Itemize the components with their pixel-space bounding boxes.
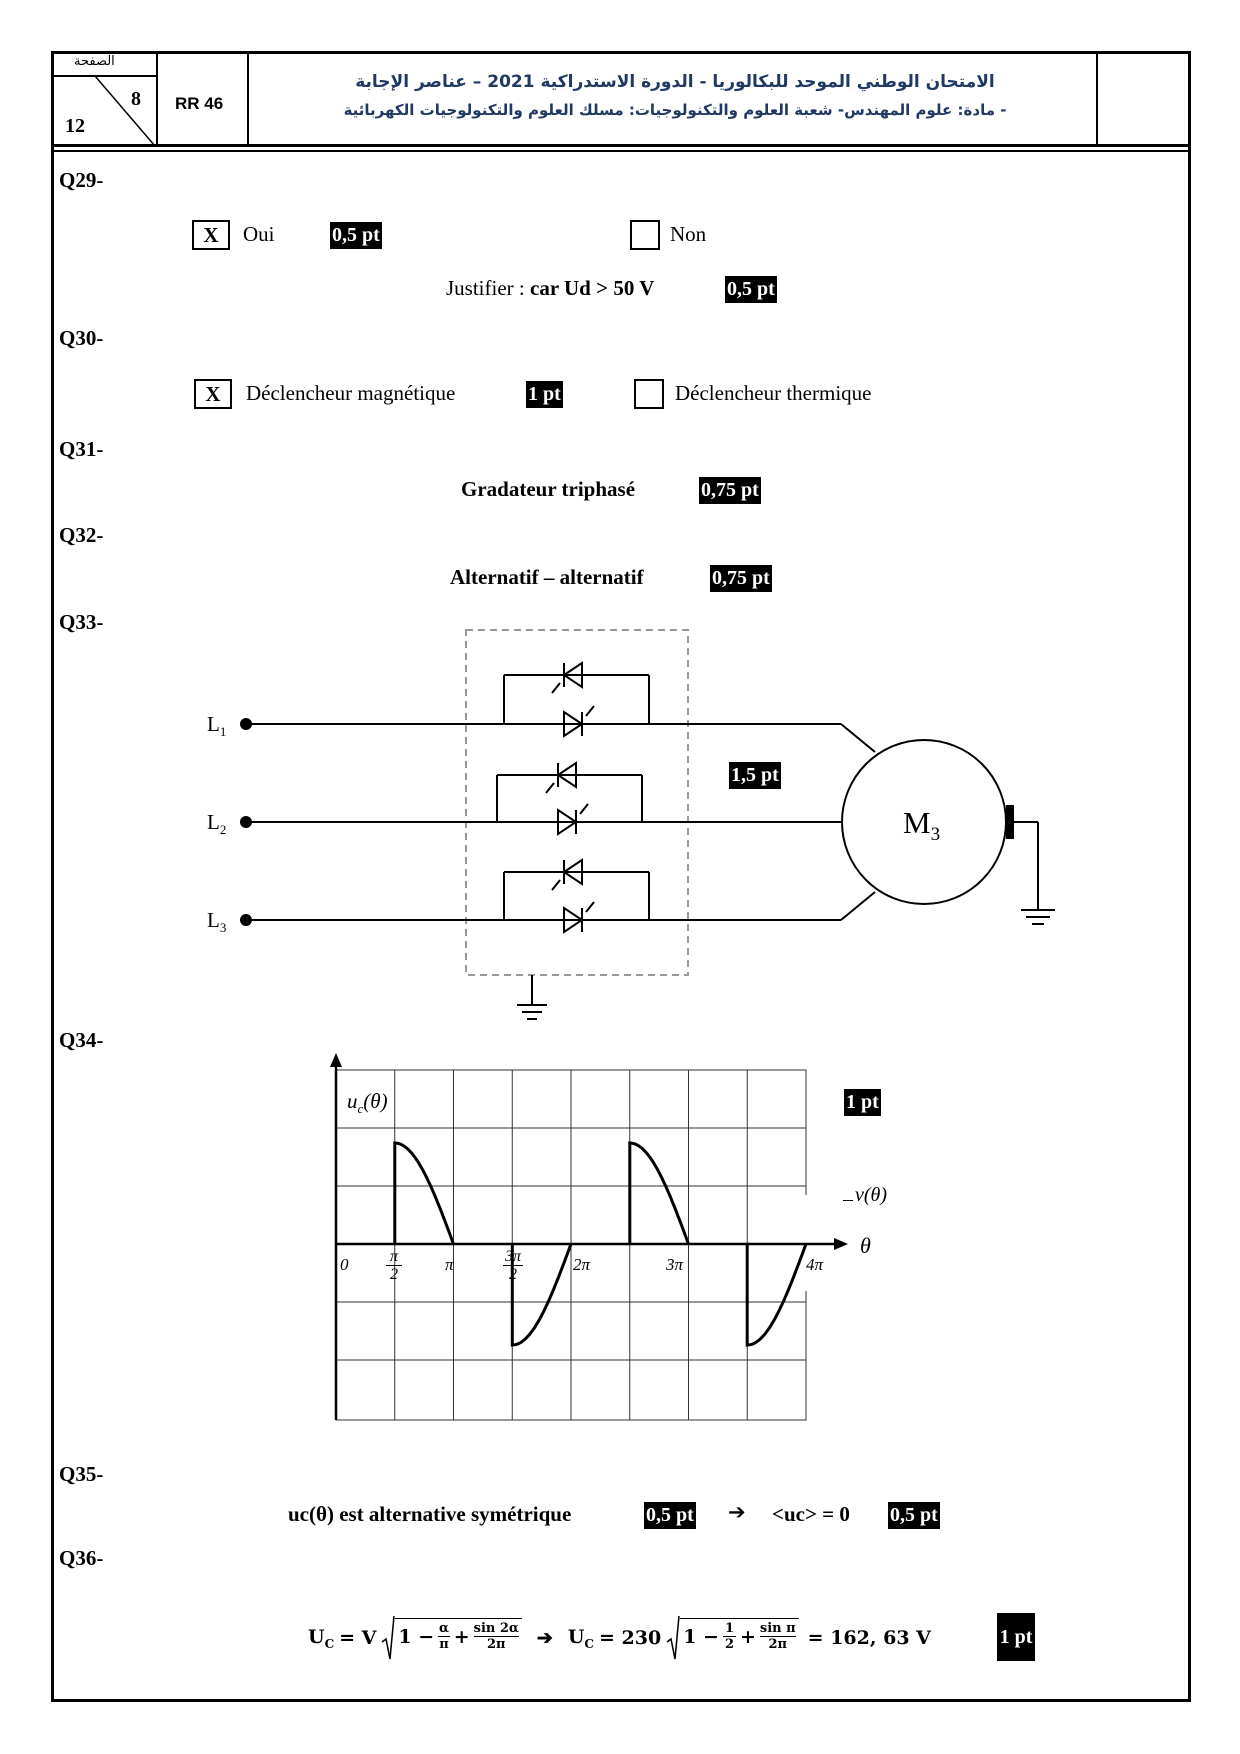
formula-lhs: UC	[308, 1625, 335, 1651]
thyristor-l2-reverse	[557, 803, 589, 835]
q33-points: 1,5 pt	[729, 762, 781, 789]
formula-eq-230: = 230	[598, 1627, 662, 1649]
q29-justify: Justifier : car Ud > 50 V	[446, 276, 654, 301]
header-title-line2: - مادة: علوم المهندس- شعبة العلوم والتكن…	[343, 101, 1007, 119]
q34-label: Q34-	[59, 1028, 104, 1052]
label-l1: L1	[207, 712, 227, 740]
terminal-l2	[240, 816, 252, 828]
q31-points: 0,75 pt	[699, 477, 761, 504]
q32-answer: Alternatif – alternatif	[450, 565, 644, 589]
terminal-l3	[240, 914, 252, 926]
q35-result: <uc> = 0	[772, 1502, 850, 1526]
q29-justify-prefix: Justifier :	[446, 276, 530, 300]
terminal-l1	[240, 718, 252, 730]
q33-label: Q33-	[59, 610, 104, 634]
thyristor-l1-forward	[551, 662, 583, 694]
formula-result: = 162, 63 V	[807, 1627, 931, 1649]
q36-label: Q36-	[59, 1546, 104, 1570]
q35-points-1: 0,5 pt	[644, 1502, 696, 1529]
q30-magnetique-label: Déclencheur magnétique	[246, 381, 456, 405]
uc-half-wave-4	[745, 1243, 808, 1347]
motor-label: M3	[903, 805, 941, 846]
q29-oui-points: 0,5 pt	[330, 222, 382, 249]
exam-code: RR 46	[175, 94, 224, 113]
q29-checkbox-non[interactable]	[630, 220, 660, 250]
q34-points: 1 pt	[844, 1089, 881, 1116]
tick-2pi: 2π	[573, 1255, 591, 1274]
q29-label: Q29-	[59, 168, 104, 192]
thyristor-l1-reverse	[563, 705, 595, 737]
tick-0: 0	[340, 1255, 349, 1274]
label-l3: L3	[207, 908, 227, 936]
chart-y-label: uc(θ)	[347, 1089, 388, 1117]
phase-line-2	[246, 774, 844, 823]
page-frame	[51, 51, 1191, 1702]
header	[51, 51, 1191, 147]
q29-justify-text: car Ud > 50 V	[530, 276, 655, 300]
q31-label: Q31-	[59, 437, 104, 461]
gradateur-enclosure	[465, 629, 689, 976]
page-label: الصفحة	[74, 54, 115, 69]
label-l2: L2	[207, 810, 227, 838]
uc-waveform	[393, 1141, 808, 1347]
motor-shaft	[1006, 805, 1014, 839]
q35-points-2: 0,5 pt	[888, 1502, 940, 1529]
phase-line-3	[246, 871, 876, 921]
q29-justify-points: 0,5 pt	[725, 276, 777, 303]
q32-points: 0,75 pt	[710, 565, 772, 592]
q30-checkbox-thermique[interactable]	[634, 379, 664, 409]
q30-checkbox-magnetique[interactable]: X	[194, 379, 232, 409]
chart-axes	[330, 1053, 848, 1420]
uc-half-wave-1	[393, 1141, 455, 1245]
header-divider	[51, 150, 1191, 152]
phase-line-1	[246, 674, 876, 753]
q30-thermique-label: Déclencheur thermique	[675, 381, 872, 405]
thyristor-l3-reverse	[563, 901, 595, 933]
q29-checkbox-oui[interactable]: X	[192, 220, 230, 250]
q29-oui-label: Oui	[243, 222, 275, 246]
tick-4pi: 4π	[806, 1255, 824, 1274]
q34-waveform-chart	[330, 1053, 848, 1421]
uc-half-wave-3	[628, 1141, 690, 1245]
header-divider-2	[247, 51, 249, 147]
thyristor-l3-forward	[551, 859, 583, 891]
motor-ground-icon	[1014, 821, 1055, 925]
tick-3pi: 3π	[666, 1255, 684, 1274]
q35-arrow-icon: ➔	[728, 1500, 746, 1524]
total-pages: 12	[65, 115, 85, 137]
q33-circuit	[240, 629, 1055, 1020]
header-divider-3	[1096, 51, 1098, 147]
q35-label: Q35-	[59, 1462, 104, 1486]
header-title-line1: الامتحان الوطني الموحد للبكالوريا - الدو…	[355, 72, 995, 92]
chart-v-label: v(θ)	[843, 1184, 887, 1207]
q31-answer: Gradateur triphasé	[461, 477, 636, 501]
q32-label: Q32-	[59, 523, 104, 547]
q30-magnetique-points: 1 pt	[526, 381, 563, 408]
formula-arrow-icon: ➔	[536, 1627, 553, 1649]
uc-half-wave-2	[510, 1243, 573, 1347]
formula-eq-v: = V	[339, 1627, 377, 1649]
formula-lhs-2: UC	[567, 1625, 594, 1651]
chart-x-label: θ	[860, 1233, 871, 1258]
page-number: 8	[131, 88, 141, 110]
enclosure-ground-icon	[517, 975, 547, 1020]
thyristor-l2-forward	[545, 762, 577, 794]
page-label-divider	[51, 75, 156, 77]
header-divider-1	[156, 51, 158, 147]
q29-non-label: Non	[670, 222, 707, 246]
q36-points: 1 pt	[997, 1613, 1035, 1661]
q35-statement: uc(θ) est alternative symétrique	[288, 1502, 572, 1526]
page-number-diagonal	[94, 76, 156, 147]
q30-label: Q30-	[59, 326, 104, 350]
tick-pi: π	[445, 1255, 454, 1274]
